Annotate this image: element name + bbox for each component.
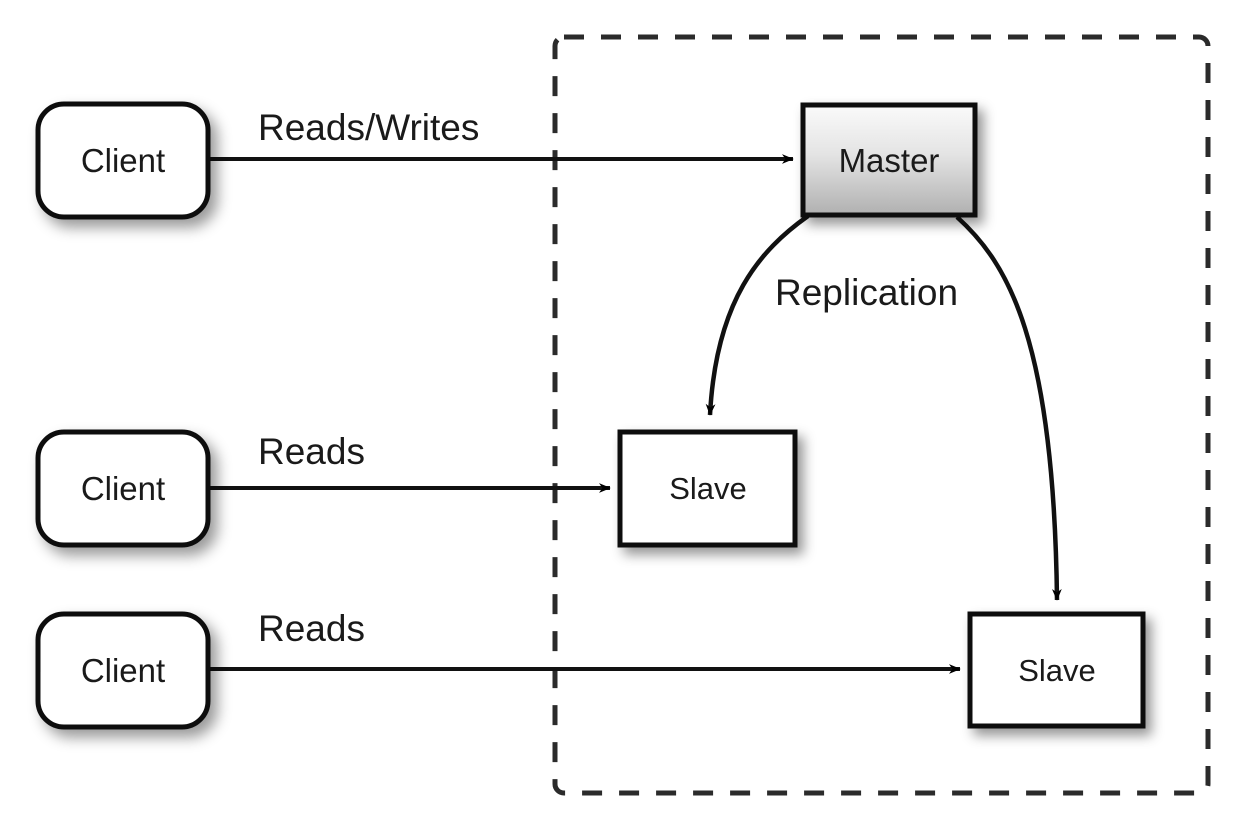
slave-box[interactable]: [617, 429, 798, 548]
database-cluster-boundary: [552, 34, 1211, 796]
slave-box[interactable]: [967, 611, 1146, 729]
edge-master-to-slave2: [955, 215, 1062, 601]
client-box[interactable]: [35, 611, 211, 730]
client-box[interactable]: [35, 429, 211, 548]
client-box[interactable]: [35, 101, 211, 220]
node-label: Master: [839, 142, 940, 179]
node-master[interactable]: Master: [800, 102, 978, 218]
edge-master-to-slave1: [705, 214, 810, 416]
connector-curve: [955, 215, 1062, 601]
node-slave-1[interactable]: Slave: [617, 429, 798, 548]
node-label: Client: [81, 652, 165, 689]
edge-label-reads-slave1: Reads: [258, 431, 365, 472]
edge-label-replication: Replication: [775, 272, 958, 313]
node-label: Slave: [669, 471, 747, 506]
node-label: Client: [81, 470, 165, 507]
node-client-2[interactable]: Client: [35, 429, 211, 548]
edge-label-reads-writes: Reads/Writes: [258, 107, 479, 148]
node-label: Client: [81, 142, 165, 179]
node-client-1[interactable]: Client: [35, 101, 211, 220]
edge-label-reads-slave2: Reads: [258, 608, 365, 649]
node-client-3[interactable]: Client: [35, 611, 211, 730]
connector-curve: [705, 214, 810, 416]
node-slave-2[interactable]: Slave: [967, 611, 1146, 729]
node-label: Slave: [1018, 653, 1096, 688]
master-box[interactable]: [800, 102, 978, 218]
